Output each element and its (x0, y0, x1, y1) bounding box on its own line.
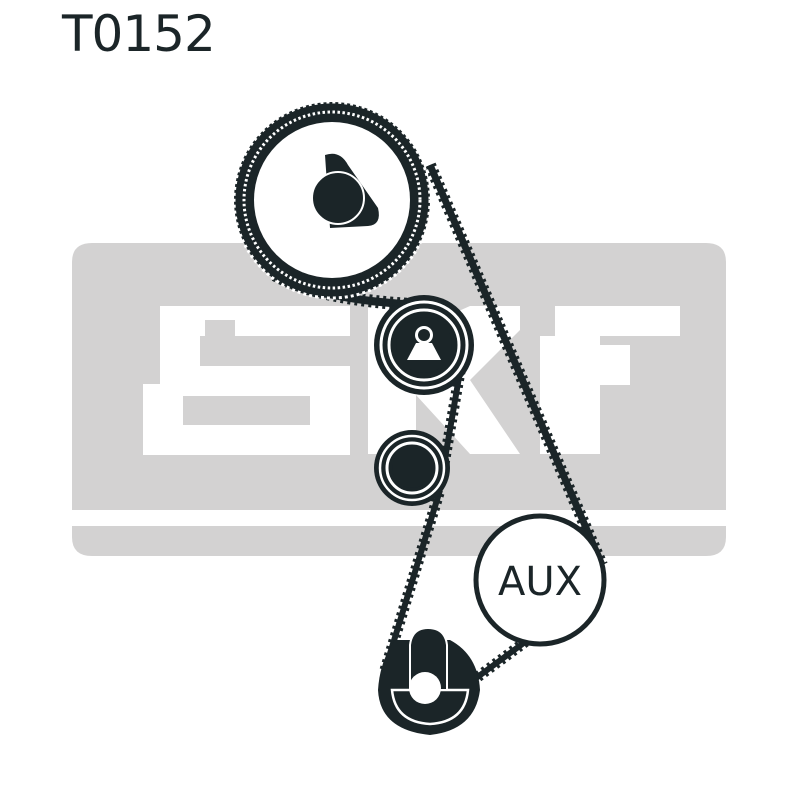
skf-letter-f (540, 306, 680, 454)
auxiliary-pulley: AUX (473, 513, 607, 647)
skf-letter-s (143, 306, 350, 455)
tensioner-pulley (374, 295, 474, 395)
crankshaft-pulley (378, 626, 480, 735)
aux-label: AUX (498, 559, 582, 605)
idler-pulley (374, 430, 450, 506)
camshaft-pulley (232, 100, 432, 300)
skf-watermark (72, 243, 726, 556)
part-number-title: T0152 (62, 5, 216, 63)
